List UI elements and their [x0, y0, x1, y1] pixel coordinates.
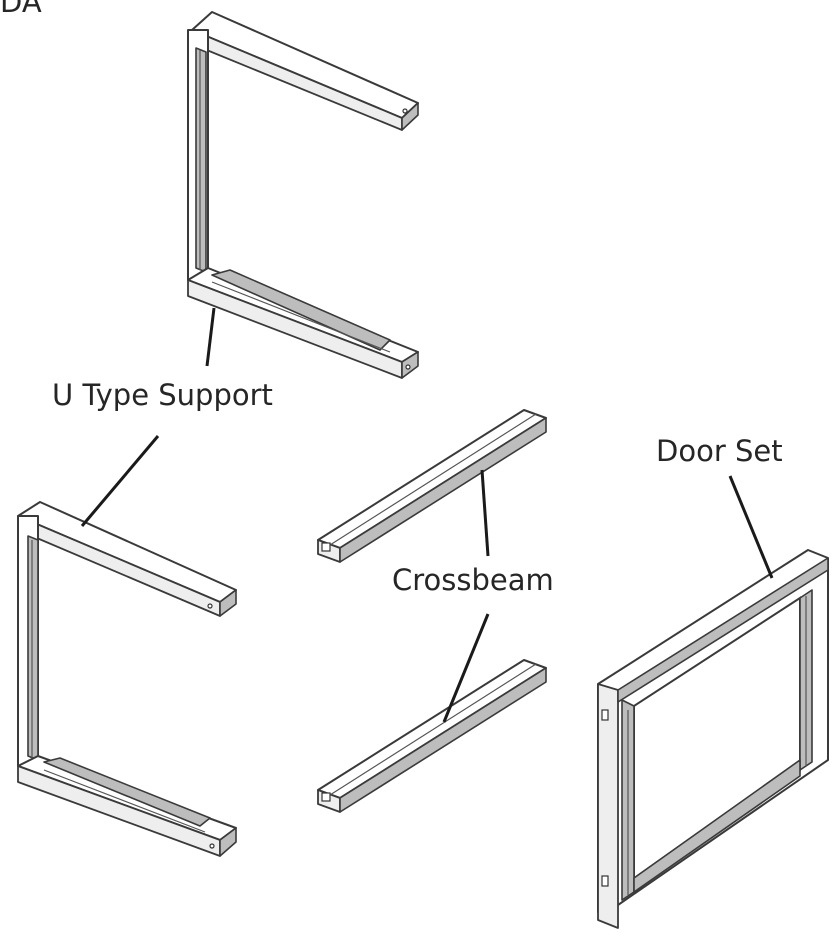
door-set-label: Door Set	[656, 434, 783, 468]
u-support-lower	[17, 501, 237, 857]
leader-crossbeam-upper	[480, 469, 490, 557]
u-support-upper	[187, 11, 419, 379]
corner-text: DA	[0, 0, 42, 19]
crossbeam-upper	[317, 409, 547, 563]
leader-door-set	[728, 475, 774, 579]
leader-crossbeam-lower	[442, 613, 490, 723]
leader-u-upper	[205, 307, 216, 367]
leader-u-lower	[80, 435, 160, 527]
u-type-support-label: U Type Support	[52, 378, 273, 412]
crossbeam-label: Crossbeam	[392, 563, 554, 597]
door-set-frame	[597, 549, 829, 929]
crossbeam-lower	[317, 659, 547, 813]
